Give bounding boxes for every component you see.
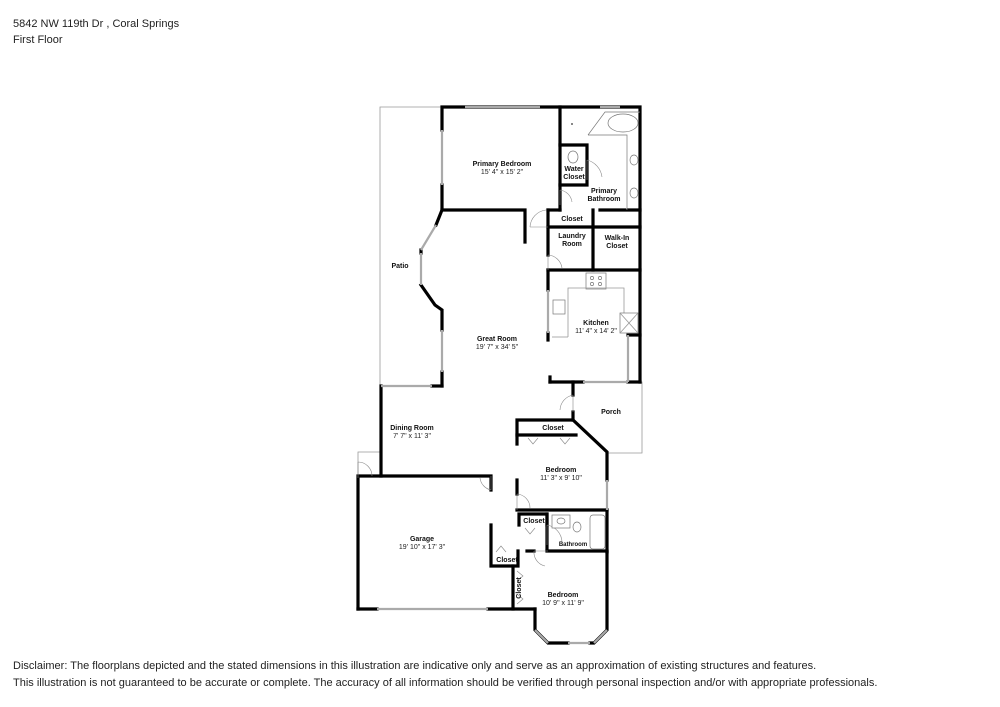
doors xyxy=(357,159,603,605)
svg-text:15' 4" x 15' 2": 15' 4" x 15' 2" xyxy=(481,169,524,176)
sink-icon xyxy=(629,154,639,166)
room-closet: Closet xyxy=(542,425,564,432)
windows xyxy=(377,105,630,645)
svg-text:19' 7" x 34' 5": 19' 7" x 34' 5" xyxy=(476,344,519,351)
room-great-room: Great Room xyxy=(477,336,517,343)
svg-text:Room: Room xyxy=(562,241,582,248)
room-primary-bathroom: Primary xyxy=(591,188,617,195)
disclaimer-line-1: Disclaimer: The floorplans depicted and … xyxy=(13,660,817,672)
toilet-icon xyxy=(572,521,582,533)
bathtub-icon xyxy=(589,514,606,550)
kitchen-sink-icon xyxy=(552,299,566,315)
garage-side-outline xyxy=(357,451,380,478)
svg-text:19' 10" x 17' 3": 19' 10" x 17' 3" xyxy=(399,544,446,551)
room-laundry: Laundry xyxy=(558,233,586,240)
svg-text:Closet: Closet xyxy=(606,243,628,250)
room-labels: Primary Bedroom 15' 4" x 15' 2" Water Cl… xyxy=(390,161,629,607)
room-closet: Closet xyxy=(561,216,583,223)
room-kitchen: Kitchen xyxy=(583,320,609,327)
toilet-icon xyxy=(567,150,579,164)
svg-text:Closet: Closet xyxy=(563,174,585,181)
room-primary-bedroom: Primary Bedroom xyxy=(473,161,532,168)
room-bedroom: Bedroom xyxy=(548,592,579,599)
room-bedroom: Bedroom xyxy=(546,467,577,474)
room-walk-in-closet: Walk-In xyxy=(605,235,630,242)
fixtures xyxy=(551,111,640,550)
disclaimer-line-2: This illustration is not guaranteed to b… xyxy=(13,677,878,689)
svg-text:Bathroom: Bathroom xyxy=(587,196,620,203)
svg-text:7' 7" x 11' 3": 7' 7" x 11' 3" xyxy=(393,433,431,440)
room-closet-vertical: Closet xyxy=(516,577,523,599)
room-dining-room: Dining Room xyxy=(390,425,434,432)
room-patio: Patio xyxy=(391,263,408,270)
svg-text:11' 4" x 14' 2": 11' 4" x 14' 2" xyxy=(575,328,617,335)
room-water-closet: Water xyxy=(564,166,583,173)
svg-text:11' 3" x 9' 10": 11' 3" x 9' 10" xyxy=(540,475,582,482)
property-address: 5842 NW 119th Dr , Coral Springs xyxy=(13,18,180,30)
property-header: 5842 NW 119th Dr , Coral Springs First F… xyxy=(13,16,179,48)
floor-label: First Floor xyxy=(13,34,63,46)
room-porch: Porch xyxy=(601,409,621,416)
room-garage: Garage xyxy=(410,536,434,543)
porch-outline xyxy=(607,381,643,454)
room-bathroom: Bathroom xyxy=(559,542,587,548)
room-closet: Closet xyxy=(523,518,545,525)
svg-text:10' 9" x 11' 9": 10' 9" x 11' 9" xyxy=(542,600,584,607)
bathtub-icon xyxy=(607,113,639,133)
patio-outline xyxy=(379,106,442,387)
room-closet: Closet xyxy=(496,557,518,564)
disclaimer: Disclaimer: The floorplans depicted and … xyxy=(13,658,877,692)
stove-icon xyxy=(585,272,607,290)
sink-icon xyxy=(629,187,639,199)
